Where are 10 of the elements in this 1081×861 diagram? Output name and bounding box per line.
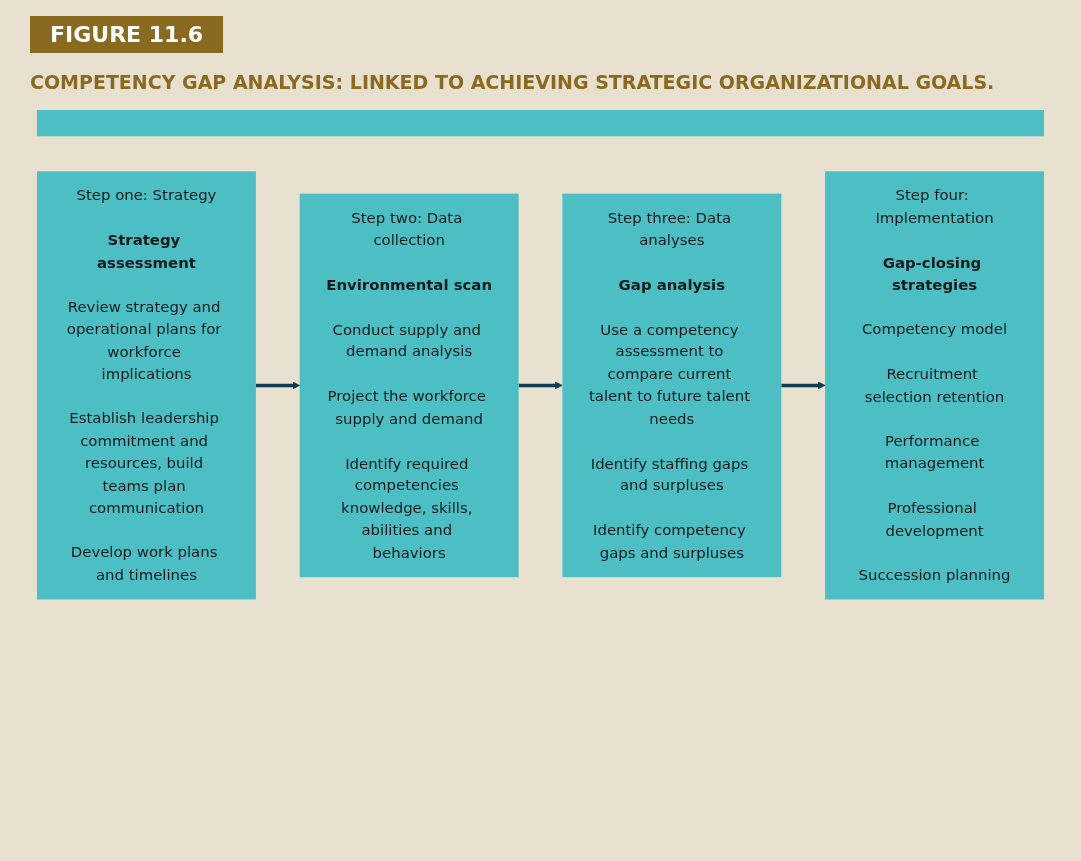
node-box: Step three: Data analyses Gap analysis Use a competency assessment to compare current talent to future talent needs Identify staffing gaps and surpluses Identify competency gaps and surpluses [562, 193, 782, 578]
diagram-title: COMPETENCY GAP ANALYSIS: LINKED TO ACHIEVING STRATEGIC ORGANIZATIONAL GOALS. [30, 71, 996, 93]
node-bar [37, 110, 1044, 137]
arrow [255, 381, 301, 390]
node-box: Step four: Implementation Gap-closing strategies Competency model Recruitment selection retention Performance management Professional development Succession planning [825, 171, 1044, 600]
figure-number: FIGURE 11.6 [30, 16, 224, 53]
node-box: Step two: Data collection Environmental scan Conduct supply and demand analysis Project the workforce supply and demand Identify required competencies knowledge, skills, abilities and behaviors [299, 193, 519, 578]
arrow [518, 381, 563, 390]
node-box: Step one: Strategy Strategy assessment Review strategy and operational plans for workforce implications Establish leadership commitment and resources, build teams plan communication Develop work plans and timelines [37, 171, 256, 600]
arrow [781, 381, 826, 390]
